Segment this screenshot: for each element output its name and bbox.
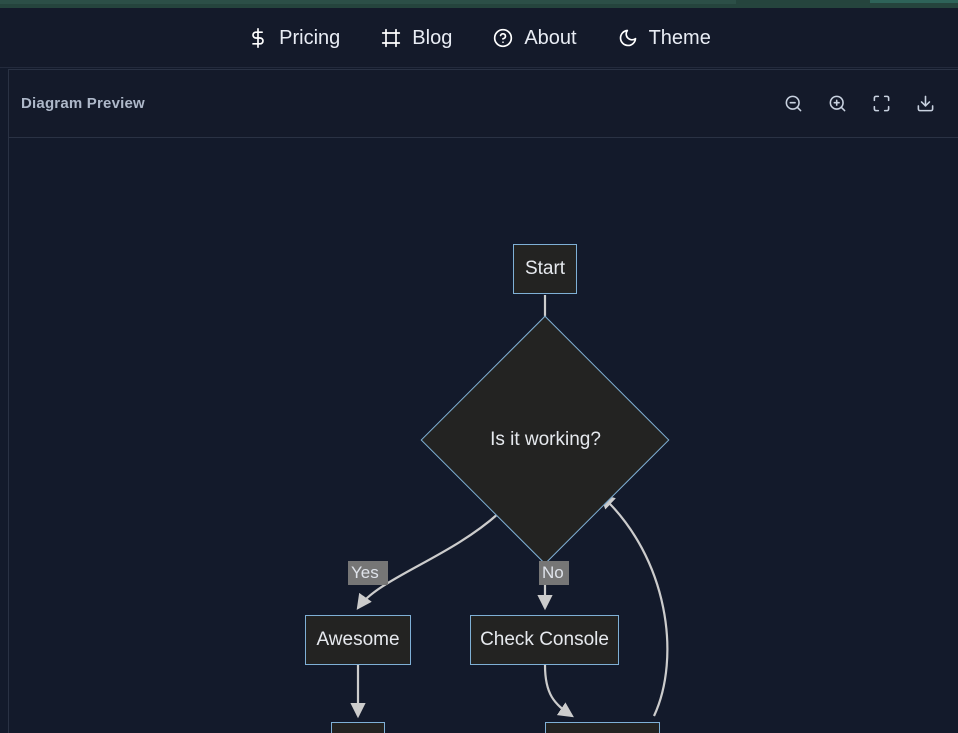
download-button[interactable] (914, 93, 936, 115)
edge-label-yes-text: Yes (351, 563, 379, 582)
help-circle-icon (492, 27, 514, 49)
nav-label-theme: Theme (648, 26, 711, 49)
edge-label-no-text: No (542, 563, 564, 582)
preview-panel-header: Diagram Preview (9, 70, 958, 138)
zoom-in-button[interactable] (826, 93, 848, 115)
edge-label-yes: Yes (348, 561, 388, 585)
nav-label-pricing: Pricing (279, 26, 341, 49)
fullscreen-button[interactable] (870, 93, 892, 115)
page-title: Diagram Preview (21, 95, 145, 112)
node-end[interactable]: End (331, 722, 385, 733)
edge-label-no: No (539, 561, 569, 585)
nav-item-blog[interactable]: Blog (376, 23, 456, 53)
node-check-console-label: Check Console (480, 629, 609, 650)
node-start[interactable]: Start (513, 244, 577, 294)
diagram-preview-panel: Diagram Preview (8, 69, 958, 733)
diagram-canvas[interactable]: Start Is it working? Yes No Awesome Chec… (9, 138, 958, 733)
nav-item-theme[interactable]: Theme (613, 23, 715, 53)
node-check-console[interactable]: Check Console (470, 615, 619, 665)
node-fix-the-bug[interactable]: Fix the bug (545, 722, 660, 733)
nav-label-blog: Blog (412, 26, 453, 49)
main-navbar: Pricing Blog About (0, 8, 958, 68)
zoom-out-button[interactable] (782, 93, 804, 115)
edge-fixbug-to-decide (599, 493, 669, 717)
frame-icon (380, 27, 402, 49)
edge-console-to-fixbug (543, 664, 574, 718)
nav-item-pricing[interactable]: Pricing (243, 23, 344, 53)
accent-segment-right (870, 0, 958, 3)
dollar-icon (247, 27, 269, 49)
moon-icon (617, 27, 639, 49)
node-awesome[interactable]: Awesome (305, 615, 411, 665)
nav-label-about: About (524, 26, 577, 49)
edge-decide-to-awesome (356, 512, 500, 610)
node-awesome-label: Awesome (316, 629, 400, 650)
node-start-label: Start (524, 258, 566, 279)
top-accent-strip (0, 0, 958, 8)
accent-segment-left (0, 0, 736, 4)
preview-toolbar (782, 93, 936, 115)
nav-item-about[interactable]: About (488, 23, 580, 53)
